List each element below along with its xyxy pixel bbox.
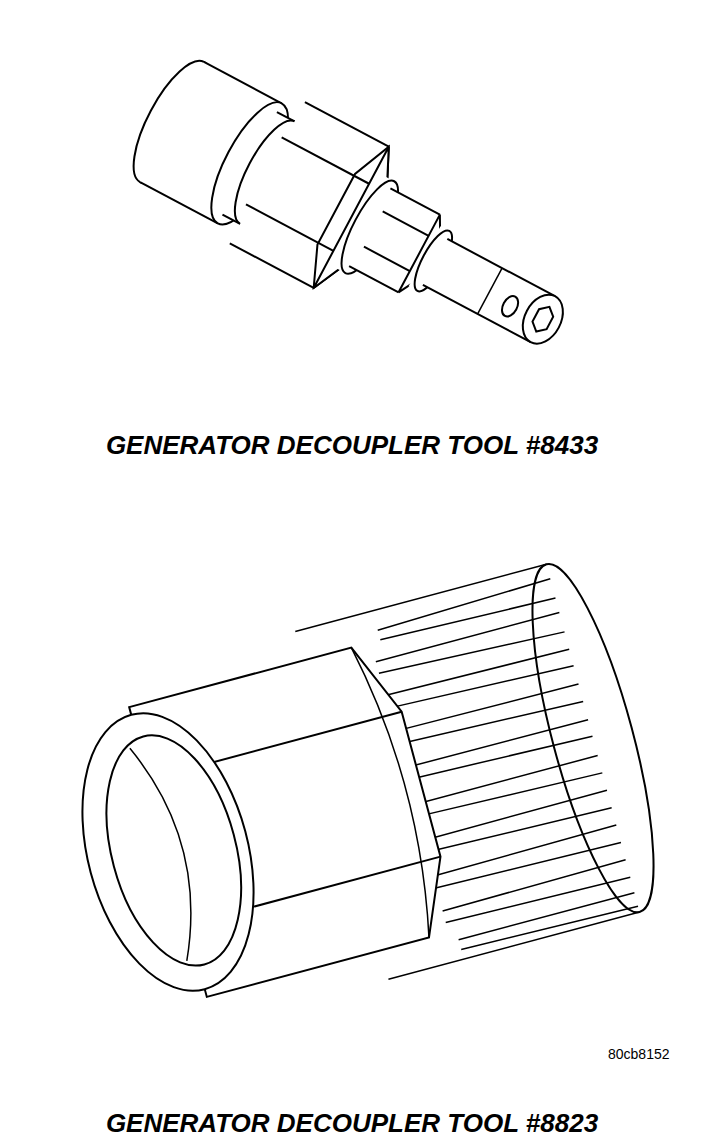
decoupler-tool-8823 (44, 554, 678, 1047)
figure-id: 80cb8152 (608, 1046, 670, 1062)
tool-caption: GENERATOR DECOUPLER TOOL #8823 (0, 1108, 704, 1138)
decoupler-tool-8433 (113, 40, 596, 398)
tool-caption: GENERATOR DECOUPLER TOOL #8433 (0, 430, 704, 460)
